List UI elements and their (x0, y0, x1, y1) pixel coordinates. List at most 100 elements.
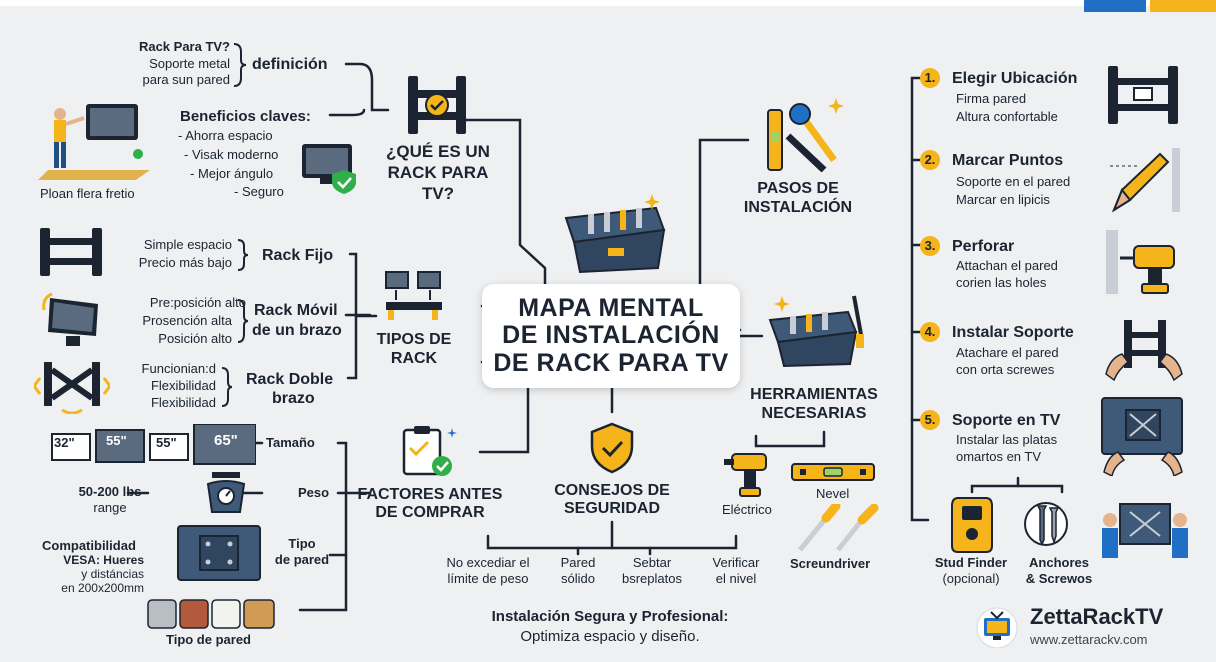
wall-materials-icon (147, 599, 275, 629)
install-bracket-hands-icon (1105, 320, 1183, 382)
step-detail: Marcar en lipicis (956, 192, 1050, 207)
factores-title-line-2: DE COMPRAR (375, 504, 485, 521)
stud-finder-label-line-2: (opcional) (942, 571, 1000, 586)
tv-sizes-icon (51, 424, 256, 465)
person-caption: Ploan flera fretio (40, 186, 135, 201)
screwdrivers-icon (798, 504, 879, 552)
que-es-title-line-1: ¿QUÉ ES UN (386, 142, 490, 161)
step-detail: omartos en TV (956, 449, 1042, 464)
step-title: Marcar Puntos (952, 152, 1064, 169)
benefit-item: - Visak moderno (184, 147, 279, 162)
consejo-item: bsreplatos (622, 571, 682, 586)
tv-rack-icon (408, 76, 466, 134)
rack-doble-label-line-1: Rack Doble (246, 371, 334, 388)
central-title-line-3: DE RACK PARA TV (493, 348, 729, 377)
vesa-line-3: y distáncias (81, 567, 144, 581)
fixed-rack-icon (40, 228, 102, 276)
person-mounting-tv-icon (38, 104, 150, 180)
step-title: Instalar Soporte (952, 324, 1074, 341)
step-detail: Instalar las platas (956, 432, 1058, 447)
benefit-item: - Mejor ángulo (190, 166, 274, 181)
step-title: Soporte en TV (952, 412, 1061, 429)
rack-fijo-detail: Simple espacio (143, 237, 232, 252)
brace-icon (237, 299, 249, 343)
rack-fijo-detail: Precio más bajo (138, 255, 232, 270)
tilting-rack-icon (42, 292, 98, 346)
factores-title-line-1: FACTORES ANTES (357, 486, 503, 503)
stud-finder-icon (951, 497, 993, 553)
tool-nivel-label: Nevel (816, 486, 850, 501)
pencil-mark-icon (1110, 148, 1180, 212)
step-title: Elegir Ubicación (952, 70, 1078, 87)
step-detail: con orta screwes (956, 362, 1055, 377)
rack-movil-detail: Pre:posición alto (149, 295, 246, 310)
benefits-title: Beneficios claves: (180, 108, 311, 125)
rack-doble-detail: Flexibilidad (150, 395, 216, 410)
brand-block: ZettaRackTV www.zettarackv.com (974, 604, 1200, 650)
tipos-title-line-2: RACK (390, 350, 438, 367)
consejo-item: Sebtar (632, 555, 672, 570)
peso-label: Peso (298, 485, 330, 500)
tv-size-label: 55" (156, 435, 177, 450)
tv-shield-icon (302, 144, 356, 194)
brand-name: ZettaRackTV (1030, 604, 1164, 629)
consejo-item: Verificar (712, 555, 760, 570)
brand-tv-logo-icon (976, 607, 1018, 648)
que-es-title-line-2: RACK PARA (387, 163, 489, 182)
step-number-badge: 2. (920, 150, 940, 170)
step-detail: Soporte en el pared (956, 174, 1071, 189)
que-es-title-line-3: TV? (421, 184, 455, 203)
anchors-screws-icon (1024, 502, 1068, 546)
definition-label: definición (252, 56, 328, 73)
definition-line-2: Soporte metal (149, 56, 230, 71)
toolbox-icon (564, 194, 666, 274)
stud-finder-label-line-1: Stud Finder (934, 555, 1008, 570)
consejo-item: No excediar el (446, 555, 530, 570)
consejos-title-line-2: SEGURIDAD (563, 500, 660, 517)
drill-icon (724, 453, 767, 497)
anchors-label-line-2: & Screwos (1025, 571, 1093, 586)
step-number-badge: 5. (920, 410, 940, 430)
central-title-line-2: DE INSTALACIÓN (502, 321, 720, 350)
tamano-label: Tamaño (266, 435, 315, 450)
double-arm-rack-icon (34, 362, 110, 414)
anchors-label-line-1: Anchores (1029, 555, 1089, 570)
consejo-item: sólido (561, 571, 595, 586)
tv-size-label: 32" (54, 435, 75, 450)
checklist-icon (402, 426, 457, 476)
step-detail: corien las holes (956, 275, 1047, 290)
brace-icon (237, 239, 249, 271)
rack-movil-detail: Prosención alta (142, 313, 232, 328)
tipo-pared-line-1: Tipo (288, 536, 316, 551)
consejo-item: Pared (560, 555, 596, 570)
step-detail: Attachan el pared (956, 258, 1058, 273)
rack-movil-label-line-2: de un brazo (252, 322, 342, 339)
scale-icon (206, 472, 246, 513)
herramientas-title-line-2: NECESARIAS (761, 405, 867, 422)
accent-blue-bar (1084, 0, 1146, 12)
peso-range-line-2: range (93, 500, 127, 515)
step-detail: Altura confortable (956, 109, 1058, 124)
vesa-line-4: en 200x200mm (61, 581, 144, 595)
wall-bracket-icon (1108, 66, 1178, 124)
accent-yellow-bar (1150, 0, 1216, 12)
rack-types-icon (385, 271, 442, 320)
vesa-line-1: Compatibilidad (42, 538, 136, 553)
tool-destornillador-label: Screundriver (790, 556, 871, 571)
vesa-tv-back-icon (177, 525, 261, 581)
rack-movil-detail: Posición alto (158, 331, 232, 346)
step-title: Perforar (952, 238, 1015, 255)
benefit-item: - Seguro (234, 184, 284, 199)
brace-icon (221, 367, 233, 407)
central-title-box: MAPA MENTAL DE INSTALACIÓN DE RACK PARA … (482, 284, 740, 388)
drill-wall-icon (1106, 230, 1175, 294)
step-number-badge: 4. (920, 322, 940, 342)
vesa-line-2: VESA: Hueres (63, 553, 144, 567)
rack-movil-label-line-1: Rack Móvil (254, 302, 338, 319)
pasos-title-line-1: PASOS DE (757, 180, 839, 197)
consejo-item: límite de peso (447, 571, 529, 586)
step-detail: Atachare el pared (956, 345, 1059, 360)
tv-back-install-icon (1101, 397, 1183, 476)
tipos-title-line-1: TIPOS DE (376, 331, 452, 348)
